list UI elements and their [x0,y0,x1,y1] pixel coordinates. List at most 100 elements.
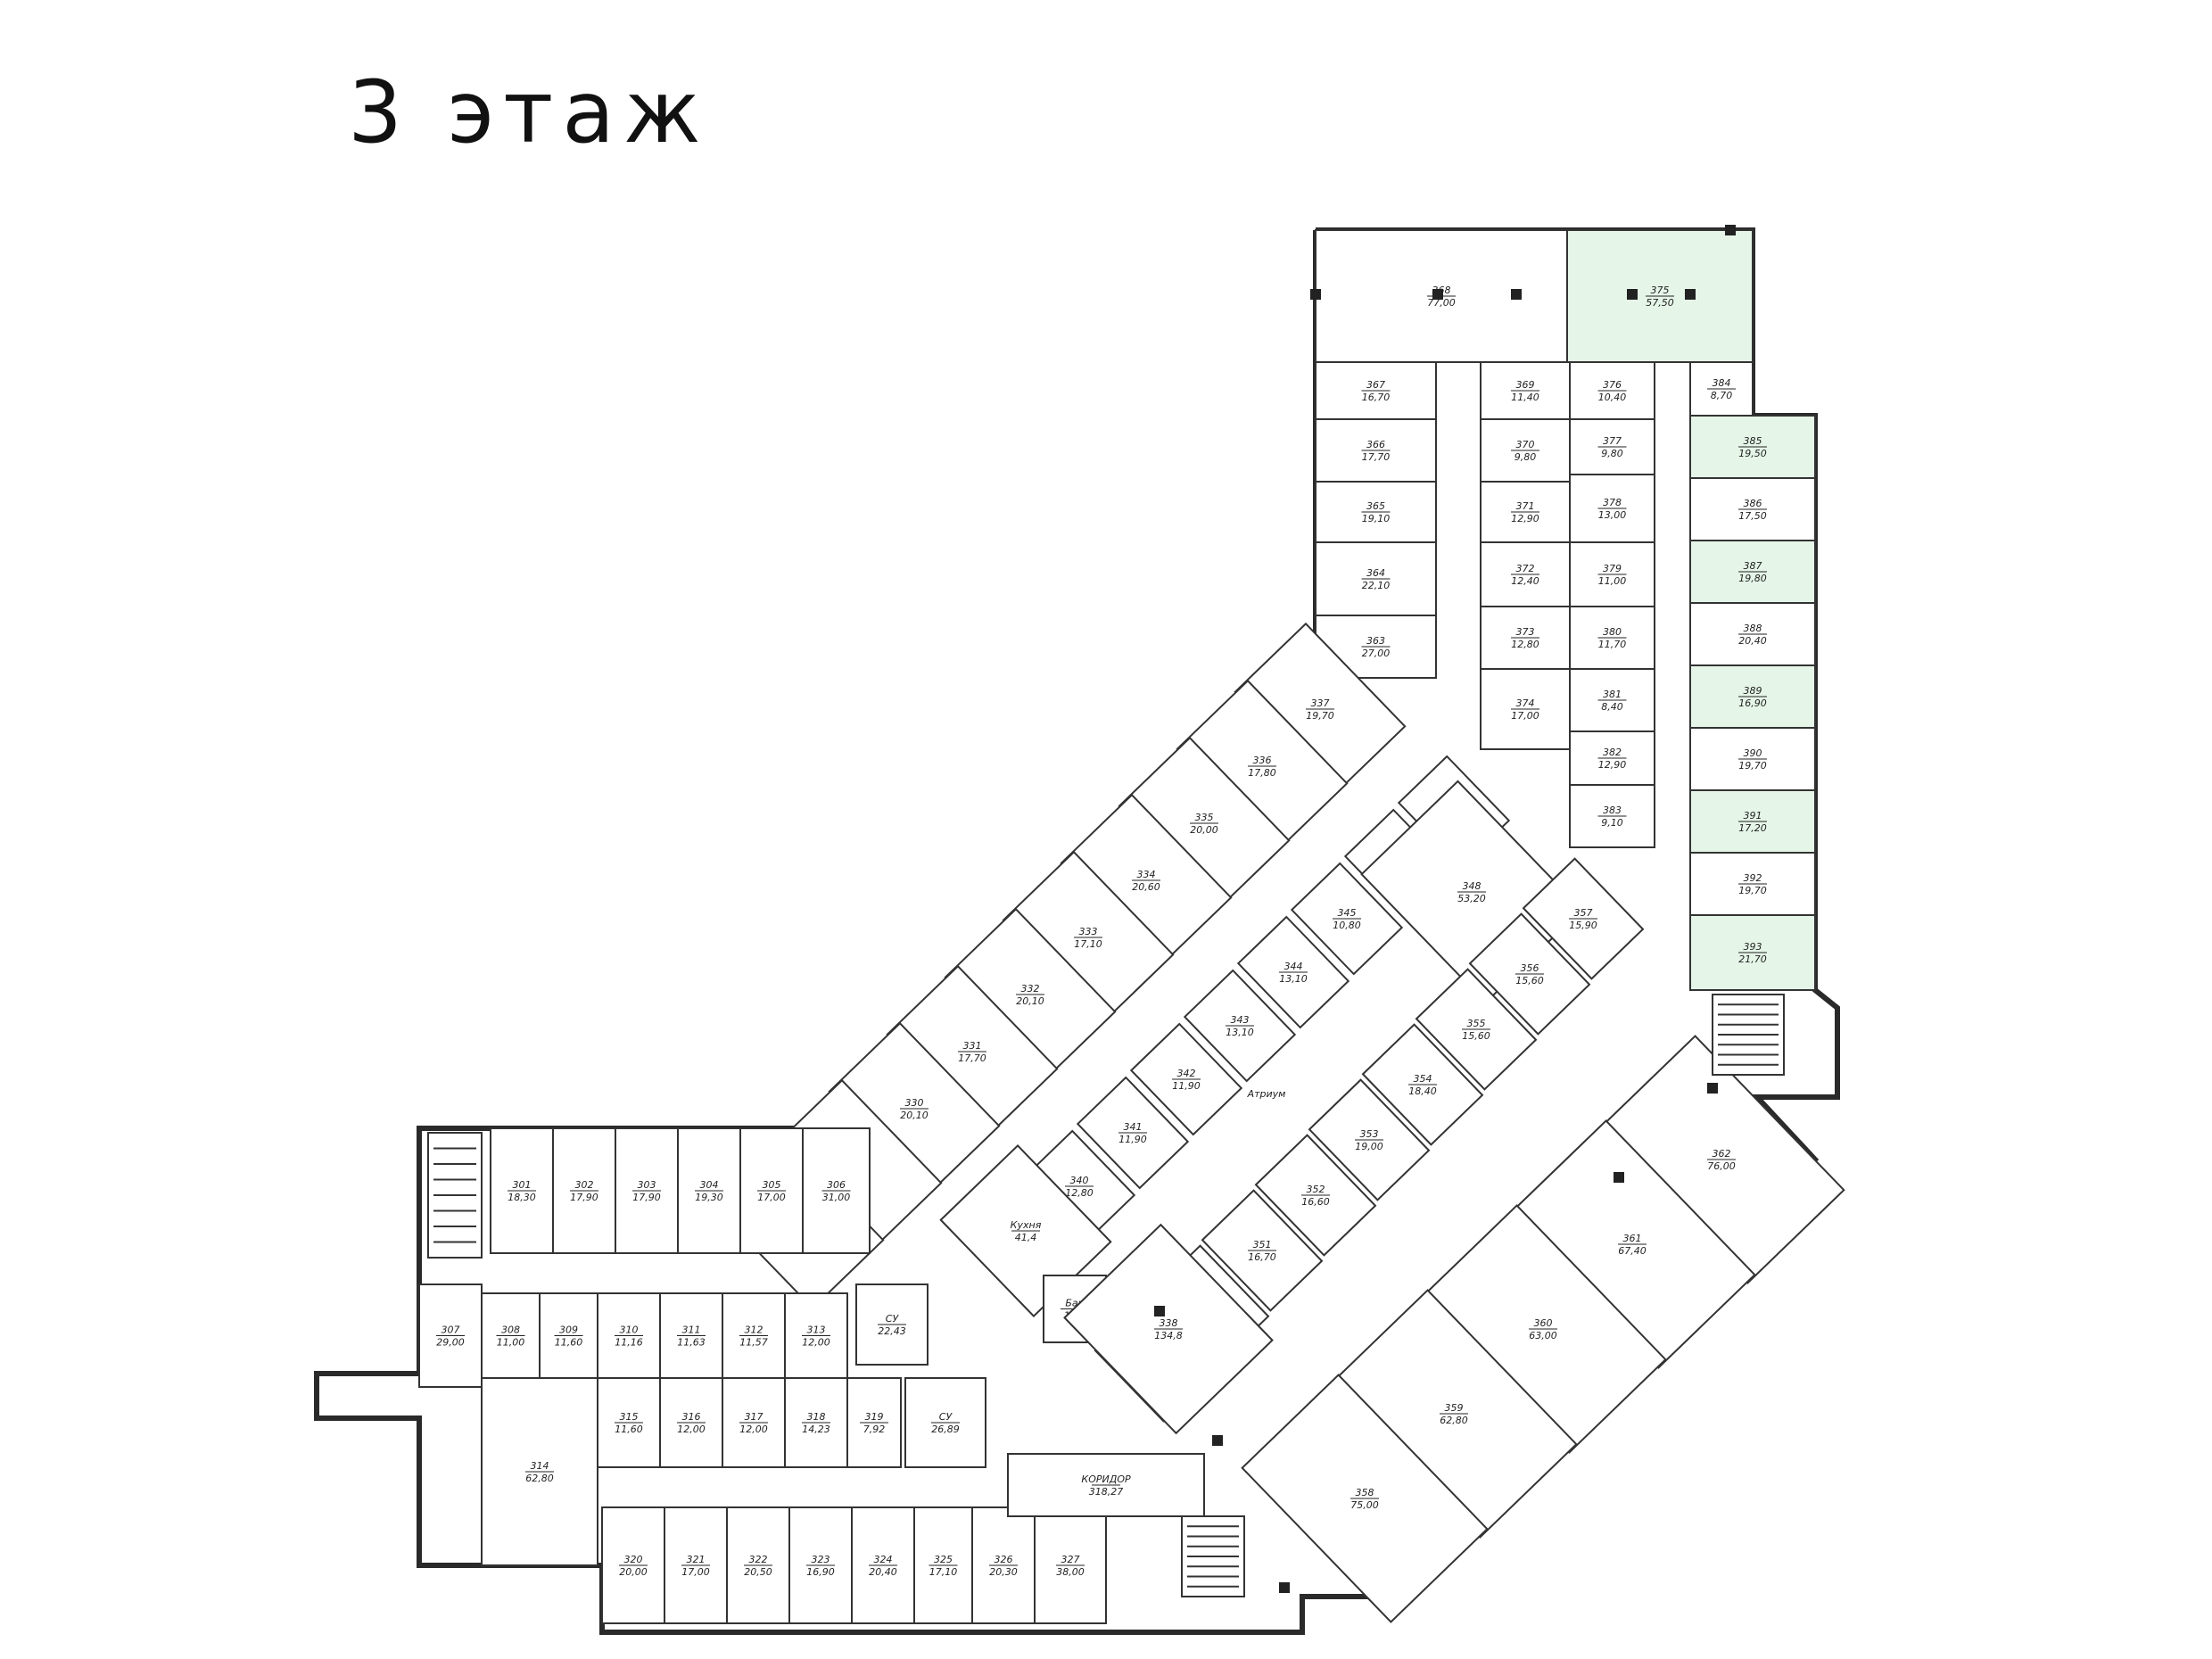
room-area: 19,70 [1738,760,1767,772]
room-area: 17,80 [1248,767,1276,779]
room-area: 12,80 [1511,639,1539,650]
room-area: 10,40 [1598,392,1627,403]
room-number: 356 [1521,962,1539,974]
room-area: 12,40 [1511,575,1539,587]
room-area: 11,63 [677,1337,706,1349]
room-number: 332 [1021,983,1040,995]
room-number: 357 [1574,907,1593,919]
room-number: 315 [620,1411,639,1423]
room-number: 360 [1534,1317,1553,1329]
room-area: 22,10 [1362,580,1391,591]
room-area: 12,90 [1511,513,1539,524]
room-area: 17,90 [632,1192,661,1203]
room-area: 15,60 [1515,975,1544,986]
room-area: 57,50 [1646,297,1674,309]
room-area: 29,00 [436,1337,465,1349]
room-number: 324 [874,1554,893,1565]
room-number: 331 [963,1040,982,1052]
